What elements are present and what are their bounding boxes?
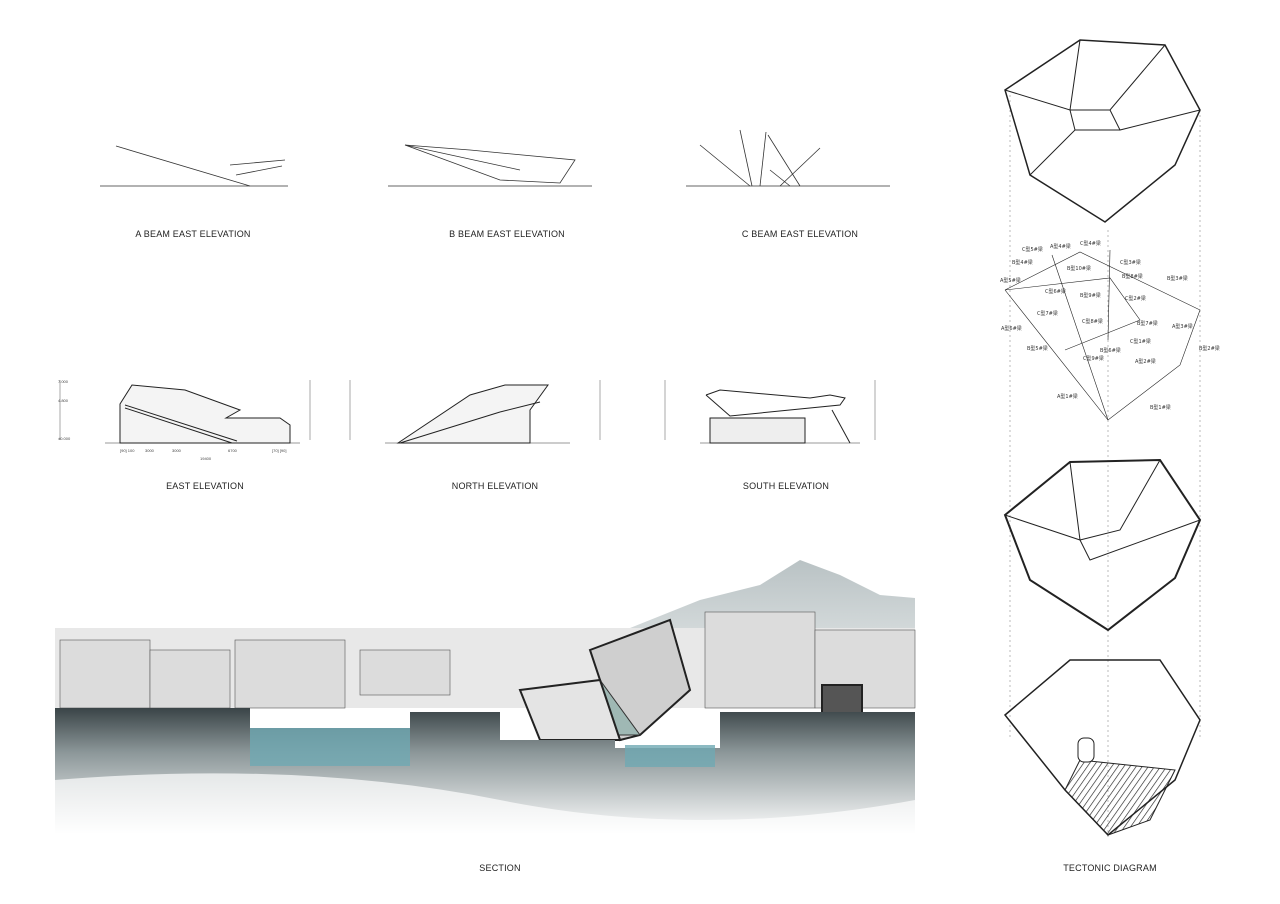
b-beam-elevation [388,144,592,187]
beam-label: C型5#梁 [1022,246,1043,253]
svg-text:19400: 19400 [200,456,212,461]
beam-label: B型1#梁 [1150,404,1171,411]
svg-text:[90] 100: [90] 100 [120,448,135,453]
c-beam-elevation [686,129,890,187]
beam-label: C型7#梁 [1037,310,1058,317]
svg-text:±0.000: ±0.000 [58,436,71,441]
beam-label: B型8#梁 [1122,273,1143,280]
svg-text:3000: 3000 [172,448,182,453]
beam-label: B型7#梁 [1137,320,1158,327]
beam-label: C型4#梁 [1080,240,1101,247]
beam-label: C型3#梁 [1120,259,1141,266]
svg-text:7.000: 7.000 [58,379,69,384]
caption-north-elevation: NORTH ELEVATION [451,481,539,491]
east-dimension-text: 7.000 4.800 ±0.000 [90] 100 3000 3000 67… [58,379,286,461]
beam-label: B型9#梁 [1080,292,1101,299]
beam-label: C型8#梁 [1082,318,1103,325]
east-elevation [59,380,311,444]
beam-label: B型6#梁 [1100,347,1121,354]
section-drawing [55,560,916,840]
svg-text:[70] [90]: [70] [90] [272,448,286,453]
beam-label: C型9#梁 [1083,355,1104,362]
svg-text:4.800: 4.800 [58,398,69,403]
beam-wireframe [1004,249,1201,421]
beam-label: C型6#梁 [1045,288,1066,295]
svg-text:6700: 6700 [228,448,238,453]
water-channel [250,728,410,766]
tectonic-diagram [1003,39,1202,840]
beam-label: B型2#梁 [1199,345,1220,352]
beam-label: B型3#梁 [1167,275,1188,282]
caption-a-beam: A BEAM EAST ELEVATION [135,229,251,239]
caption-east-elevation: EAST ELEVATION [166,481,244,491]
beam-label: C型1#梁 [1130,338,1151,345]
beam-label: B型4#梁 [1012,259,1033,266]
beam-labels: C型5#梁 A型4#梁 C型4#梁 B型4#梁 B型10#梁 C型3#梁 A型5#梁 B型8#… [1000,240,1220,411]
north-elevation [349,380,601,444]
caption-c-beam: C BEAM EAST ELEVATION [741,229,859,239]
svg-text:3000: 3000 [145,448,155,453]
beam-label: C型2#梁 [1125,295,1146,302]
beam-label: A型5#梁 [1000,277,1021,284]
beam-label: A型6#梁 [1001,325,1022,332]
caption-section: SECTION [479,863,521,873]
beam-label: A型1#梁 [1057,393,1078,400]
beam-label: A型2#梁 [1135,358,1156,365]
beam-label: B型10#梁 [1067,265,1091,272]
caption-south-elevation: SOUTH ELEVATION [742,481,830,491]
a-beam-elevation [100,145,288,187]
beam-label: B型5#梁 [1027,345,1048,352]
caption-tectonic: TECTONIC DIAGRAM [1063,863,1157,873]
beam-label: A型3#梁 [1172,323,1193,330]
beam-label: A型4#梁 [1050,243,1071,250]
water-pool [625,745,715,767]
south-elevation [664,380,876,444]
caption-b-beam: B BEAM EAST ELEVATION [449,229,565,239]
